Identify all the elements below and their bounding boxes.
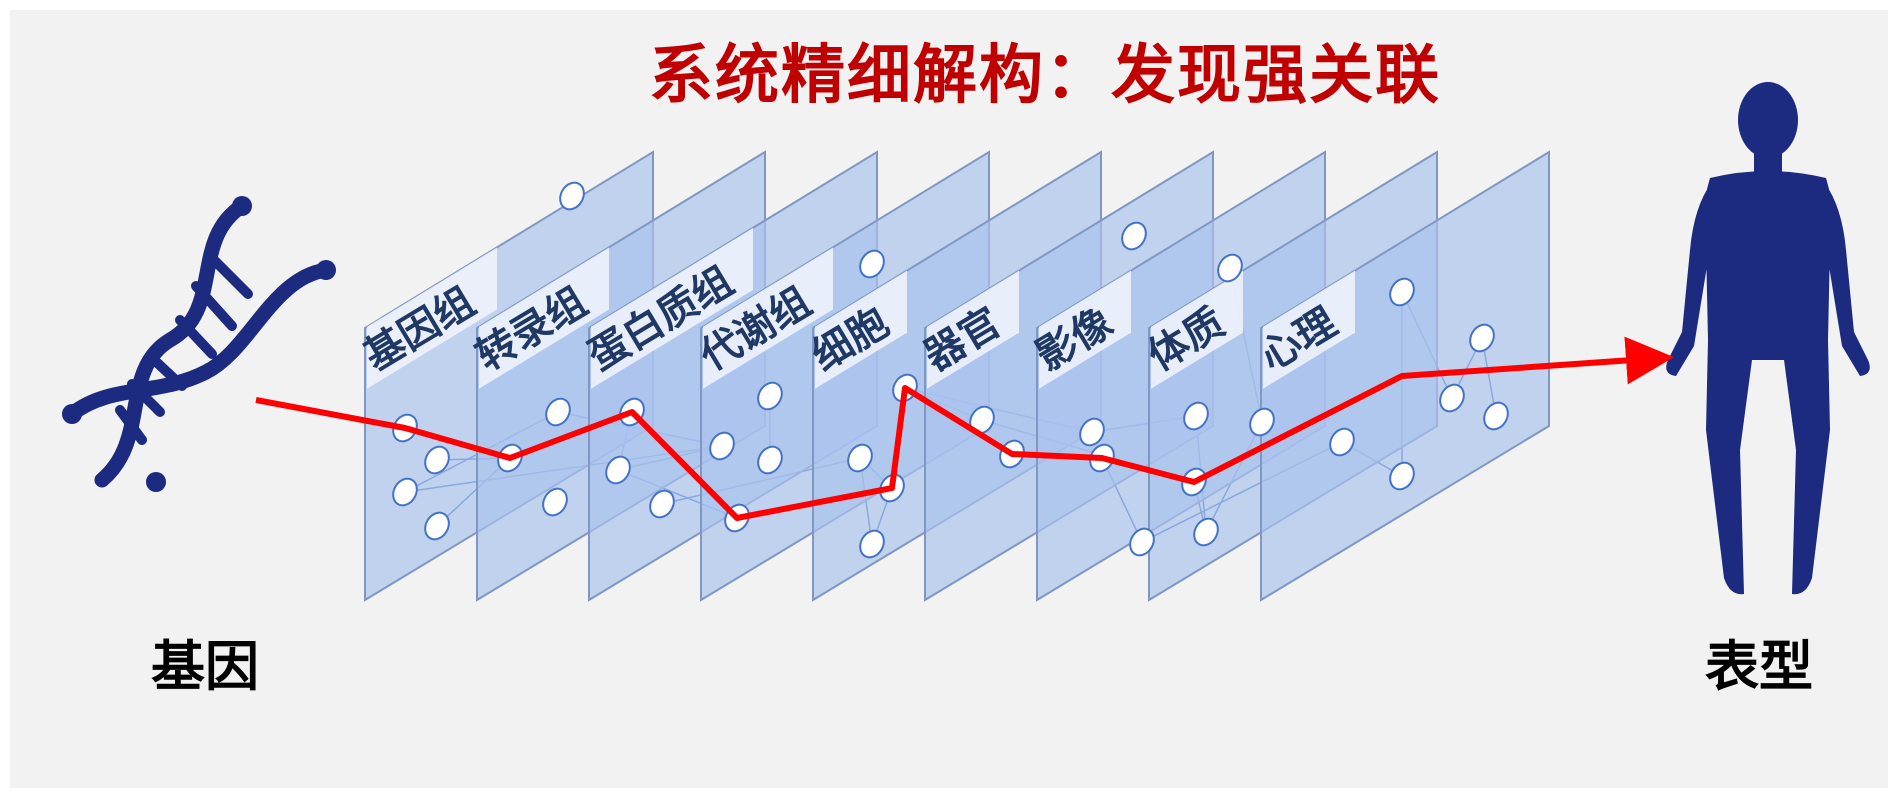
plane-label-bg (591, 227, 753, 389)
node-oval (859, 249, 885, 279)
node-oval (1439, 383, 1465, 413)
node-oval (1121, 221, 1147, 251)
node-oval (1469, 323, 1495, 353)
node-oval (1249, 407, 1275, 437)
node-oval (649, 489, 675, 519)
plane-label-bg (367, 247, 497, 389)
plane-label-bg (815, 270, 907, 389)
node-oval (757, 381, 783, 411)
plane-label-bg (927, 270, 1019, 389)
dna-double-helix-icon (62, 196, 336, 492)
node-oval (1217, 253, 1243, 283)
association-path-layer (255, 336, 1674, 521)
association-path-arrow (255, 336, 1674, 521)
node-oval (1183, 401, 1209, 431)
plane-label-bg (1039, 270, 1131, 389)
node-oval (392, 477, 418, 507)
node-oval (545, 397, 571, 427)
node-oval (709, 431, 735, 461)
plane-label-bg (703, 247, 833, 389)
plane-label-bg (1151, 270, 1243, 389)
plane-label-bg (1263, 270, 1355, 389)
node-oval (1129, 527, 1155, 557)
node-oval (424, 511, 450, 541)
node-oval (424, 445, 450, 475)
node-oval (1389, 277, 1415, 307)
omics-planes: 基因组转录组蛋白质组代谢组细胞器官影像体质心理 (356, 150, 1550, 602)
page-title: 系统精细解构：发现强关联 (649, 39, 1441, 113)
human-silhouette-icon (1666, 82, 1870, 595)
plane-label-bg (479, 247, 609, 389)
node-oval (1079, 417, 1105, 447)
multi-omics-diagram: 基因组转录组蛋白质组代谢组细胞器官影像体质心理 (62, 82, 1870, 602)
node-oval (559, 181, 585, 211)
node-oval (757, 445, 783, 475)
node-oval (1193, 517, 1219, 547)
node-oval (847, 443, 873, 473)
node-oval (605, 455, 631, 485)
gene-label: 基因 (151, 635, 259, 698)
phenotype-label: 表型 (1705, 635, 1813, 698)
node-oval (1329, 427, 1355, 457)
node-oval (1389, 461, 1415, 491)
node-oval (542, 487, 568, 517)
slide: 基因组转录组蛋白质组代谢组细胞器官影像体质心理 系统精细解构：发现强关联 基因 … (10, 10, 1888, 788)
node-oval (859, 529, 885, 559)
node-oval (1483, 401, 1509, 431)
